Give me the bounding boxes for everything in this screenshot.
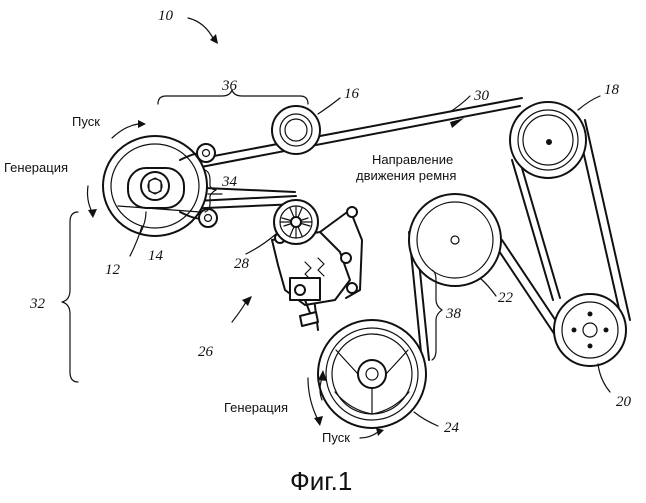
ref-28: 28 <box>234 256 250 272</box>
label-belt-direction-2: движения ремня <box>356 168 456 183</box>
ref-34: 34 <box>221 174 238 190</box>
pulley-22 <box>409 194 501 286</box>
ref-20: 20 <box>616 394 632 410</box>
ref-12: 12 <box>105 262 121 278</box>
ref-22: 22 <box>498 290 514 306</box>
ref-38: 38 <box>445 306 462 322</box>
ref-26: 26 <box>198 344 214 360</box>
tensioner-26 <box>272 200 362 326</box>
pulley-20 <box>554 294 626 366</box>
label-generation-bottom: Генерация <box>224 400 288 415</box>
ref-10: 10 <box>158 8 174 24</box>
idler-pulley-16 <box>272 106 320 154</box>
figure-caption: Фиг.1 <box>290 466 352 496</box>
ref-36: 36 <box>221 78 238 94</box>
ref-32: 32 <box>29 296 46 312</box>
ref-18: 18 <box>604 82 620 98</box>
ref-24: 24 <box>444 420 460 436</box>
starter-generator-12 <box>103 136 217 236</box>
label-belt-direction-1: Направление <box>372 152 453 167</box>
label-start-top: Пуск <box>72 114 100 129</box>
ref-30: 30 <box>473 88 490 104</box>
ref-14: 14 <box>148 248 164 264</box>
crank-pulley-24 <box>318 320 426 428</box>
label-generation-left: Генерация <box>4 160 68 175</box>
pulley-18 <box>510 102 586 178</box>
ref-16: 16 <box>344 86 360 102</box>
label-start-bottom: Пуск <box>322 430 350 445</box>
